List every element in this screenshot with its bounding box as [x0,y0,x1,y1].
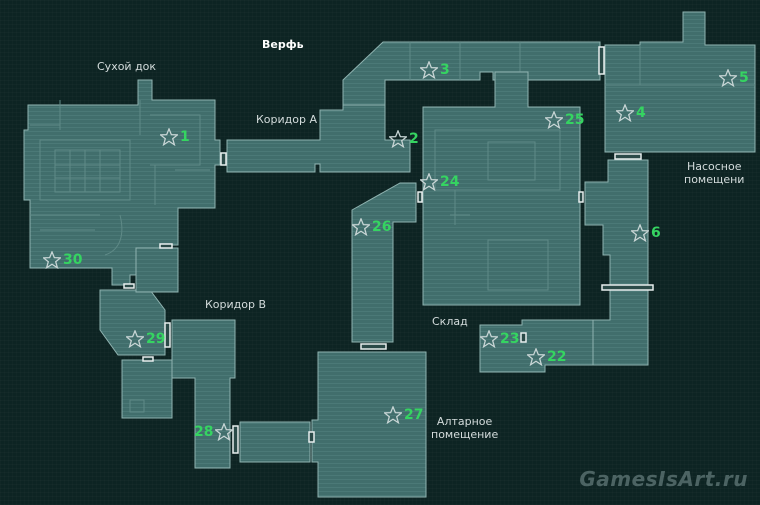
room-29 [99,247,179,419]
marker-5[interactable]: 5 [719,69,749,87]
label-shipyard: Верфь [262,38,304,51]
marker-number: 22 [547,349,567,365]
star-outline-icon [527,348,545,366]
label-pump-room: Насосное помещени [684,160,744,186]
star-outline-icon [352,218,370,236]
star-outline-icon [126,330,144,348]
star-outline-icon [719,69,737,87]
label-corridor-b: Коридор В [205,298,267,311]
star-outline-icon [420,173,438,191]
label-pump-room-line2: помещени [684,173,745,186]
marker-28[interactable]: 28 [194,423,234,441]
label-warehouse: Склад [432,315,468,328]
marker-number: 29 [146,331,166,347]
marker-number: 6 [651,225,661,241]
marker-1[interactable]: 1 [160,128,190,146]
marker-23[interactable]: 23 [480,330,519,348]
marker-6[interactable]: 6 [631,224,661,242]
star-outline-icon [420,61,438,79]
marker-number: 24 [440,174,460,190]
marker-number: 28 [194,424,214,440]
label-altar-room: Алтарное помещение [431,415,498,441]
room-warehouse [422,71,581,306]
marker-25[interactable]: 25 [545,111,584,129]
room-right-wing [584,159,649,366]
marker-27[interactable]: 27 [384,406,423,424]
star-outline-icon [389,130,407,148]
room-corridor-26 [351,182,417,343]
marker-number: 23 [500,331,520,347]
room-corridor-a [226,104,411,173]
label-altar-room-line2: помещение [431,428,499,441]
marker-2[interactable]: 2 [389,130,419,148]
marker-number: 27 [404,407,424,423]
label-dry-dock: Сухой док [97,60,157,73]
label-pump-room-line1: Насосное [686,160,742,173]
star-outline-icon [616,104,634,122]
star-outline-icon [43,251,61,269]
marker-number: 2 [409,131,419,147]
marker-24[interactable]: 24 [420,173,459,191]
label-corridor-a: Коридор А [256,113,318,126]
marker-26[interactable]: 26 [352,218,391,236]
watermark: GamesIsArt.ru [579,467,748,491]
marker-4[interactable]: 4 [616,104,646,122]
room-shipyard-corridor [342,41,601,106]
marker-number: 26 [372,219,392,235]
label-altar-room-line1: Алтарное [436,415,493,428]
marker-29[interactable]: 29 [126,330,165,348]
marker-number: 3 [440,62,450,78]
star-outline-icon [631,224,649,242]
doors [123,46,654,454]
marker-number: 4 [636,105,646,121]
room-altar [311,351,427,498]
marker-number: 1 [180,129,190,145]
star-outline-icon [160,128,178,146]
star-outline-icon [480,330,498,348]
marker-30[interactable]: 30 [43,251,82,269]
marker-number: 5 [739,70,749,86]
room-pump-room [604,11,756,153]
marker-number: 30 [63,252,83,268]
marker-number: 25 [565,112,585,128]
star-outline-icon [384,406,402,424]
room-south-22-23 [479,319,594,373]
marker-22[interactable]: 22 [527,348,566,366]
star-outline-icon [545,111,563,129]
room-corridor-b [171,319,311,469]
marker-3[interactable]: 3 [420,61,450,79]
star-outline-icon [215,423,234,441]
